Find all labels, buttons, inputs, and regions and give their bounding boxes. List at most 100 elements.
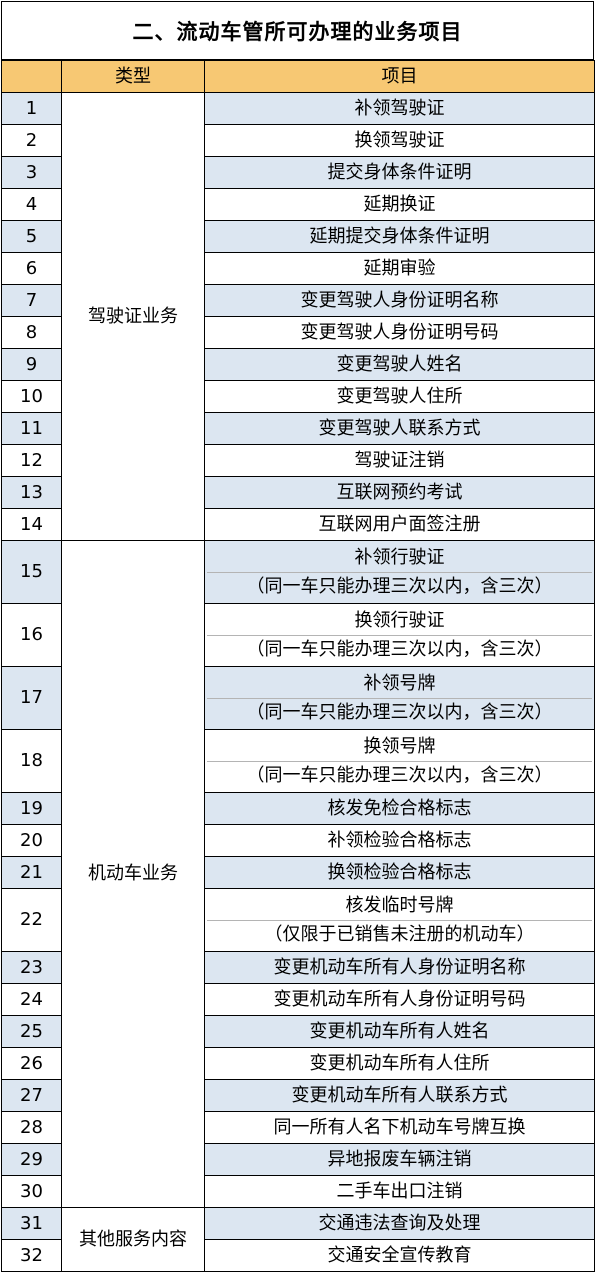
item-text: 延期提交身体条件证明 xyxy=(309,225,490,247)
category-cell: 驾驶证业务 xyxy=(61,92,205,541)
table-row: 14 互联网用户面签注册 xyxy=(1,508,595,541)
header-type-cell: 类型 xyxy=(61,60,205,93)
row-number-cell: 26 xyxy=(1,1047,62,1080)
item-note: （同一车只能办理三次以内，含三次） xyxy=(207,760,592,790)
item-cell: 延期审验 xyxy=(204,252,595,285)
item-cell: 延期换证 xyxy=(204,188,595,221)
row-number-cell: 1 xyxy=(1,92,62,125)
item-cell: 交通安全宣传教育 xyxy=(204,1239,595,1272)
row-number-cell: 13 xyxy=(1,476,62,509)
item-text: 异地报废车辆注销 xyxy=(327,1148,472,1170)
row-number-cell: 8 xyxy=(1,316,62,349)
item-text: 同一所有人名下机动车号牌互换 xyxy=(273,1116,526,1138)
item-text: 补领检验合格标志 xyxy=(327,829,472,851)
item-cell: 补领行驶证（同一车只能办理三次以内，含三次） xyxy=(204,540,595,604)
row-number-cell: 5 xyxy=(1,220,62,253)
item-cell: 换领检验合格标志 xyxy=(204,856,595,889)
item-text: 补领号牌 xyxy=(363,672,436,694)
item-text: 互联网用户面签注册 xyxy=(318,513,481,535)
item-note: （同一车只能办理三次以内，含三次） xyxy=(207,634,592,664)
row-number-cell: 31 xyxy=(1,1207,62,1240)
item-cell: 驾驶证注销 xyxy=(204,444,595,477)
category-cell: 其他服务内容 xyxy=(61,1207,205,1272)
table-row: 11 变更驾驶人联系方式 xyxy=(1,412,595,445)
item-note: （同一车只能办理三次以内，含三次） xyxy=(207,697,592,727)
item-text: 变更机动车所有人住所 xyxy=(309,1052,490,1074)
item-text: 变更驾驶人身份证明名称 xyxy=(300,289,499,311)
row-number-cell: 27 xyxy=(1,1079,62,1112)
row-number-cell: 18 xyxy=(1,729,62,793)
category-cell: 机动车业务 xyxy=(61,540,205,1208)
item-text: 变更机动车所有人姓名 xyxy=(309,1020,490,1042)
item-cell: 换领驾驶证 xyxy=(204,124,595,157)
item-cell: 变更驾驶人身份证明名称 xyxy=(204,284,595,317)
row-number-cell: 4 xyxy=(1,188,62,221)
header-item-cell: 项目 xyxy=(204,60,595,93)
item-note: （仅限于已销售未注册的机动车） xyxy=(207,919,592,949)
header-number-cell xyxy=(1,60,62,93)
item-text: 变更机动车所有人联系方式 xyxy=(291,1084,508,1106)
row-number-cell: 28 xyxy=(1,1111,62,1144)
item-cell: 提交身体条件证明 xyxy=(204,156,595,189)
item-text: 换领驾驶证 xyxy=(354,129,445,151)
item-text: 变更机动车所有人身份证明号码 xyxy=(273,988,526,1010)
item-cell: 变更机动车所有人姓名 xyxy=(204,1015,595,1048)
item-text: 变更驾驶人联系方式 xyxy=(318,417,481,439)
item-text: 核发临时号牌 xyxy=(345,894,454,916)
item-cell: 延期提交身体条件证明 xyxy=(204,220,595,253)
row-number-cell: 2 xyxy=(1,124,62,157)
item-text: 驾驶证注销 xyxy=(354,449,445,471)
row-number-cell: 14 xyxy=(1,508,62,541)
table-row: 4 延期换证 xyxy=(1,188,595,221)
item-text: 交通安全宣传教育 xyxy=(327,1244,472,1266)
item-cell: 换领号牌（同一车只能办理三次以内，含三次） xyxy=(204,729,595,793)
table-row: 27 变更机动车所有人联系方式 xyxy=(1,1079,595,1112)
item-cell: 变更驾驶人住所 xyxy=(204,380,595,413)
item-cell: 变更机动车所有人身份证明号码 xyxy=(204,983,595,1016)
item-cell: 补领检验合格标志 xyxy=(204,824,595,857)
table-row: 20 补领检验合格标志 xyxy=(1,824,595,857)
item-cell: 变更驾驶人联系方式 xyxy=(204,412,595,445)
row-number-cell: 6 xyxy=(1,252,62,285)
item-cell: 变更驾驶人身份证明号码 xyxy=(204,316,595,349)
table-row: 5 延期提交身体条件证明 xyxy=(1,220,595,253)
table-row: 32 交通安全宣传教育 xyxy=(1,1239,595,1272)
item-cell: 变更机动车所有人联系方式 xyxy=(204,1079,595,1112)
item-cell: 同一所有人名下机动车号牌互换 xyxy=(204,1111,595,1144)
item-text: 变更驾驶人身份证明号码 xyxy=(300,321,499,343)
row-number-cell: 20 xyxy=(1,824,62,857)
item-cell: 互联网用户面签注册 xyxy=(204,508,595,541)
item-note: （同一车只能办理三次以内，含三次） xyxy=(207,571,592,601)
row-number-cell: 21 xyxy=(1,856,62,889)
item-cell: 补领号牌 （同一车只能办理三次以内，含三次） xyxy=(204,666,595,730)
item-cell: 变更驾驶人姓名 xyxy=(204,348,595,381)
item-text: 变更机动车所有人身份证明名称 xyxy=(273,956,526,978)
item-text: 核发免检合格标志 xyxy=(327,797,472,819)
table-row: 9 变更驾驶人姓名 xyxy=(1,348,595,381)
header-row: 类型 项目 xyxy=(1,60,595,93)
row-number-cell: 24 xyxy=(1,983,62,1016)
table-row: 24 变更机动车所有人身份证明号码 xyxy=(1,983,595,1016)
row-number-cell: 3 xyxy=(1,156,62,189)
item-text: 换领行驶证 xyxy=(354,609,445,631)
item-cell: 补领驾驶证 xyxy=(204,92,595,125)
row-number-cell: 10 xyxy=(1,380,62,413)
row-number-cell: 11 xyxy=(1,412,62,445)
table-row: 18 换领号牌（同一车只能办理三次以内，含三次） xyxy=(1,729,595,793)
row-number-cell: 9 xyxy=(1,348,62,381)
item-text: 延期换证 xyxy=(363,193,436,215)
item-cell: 核发免检合格标志 xyxy=(204,792,595,825)
row-number-cell: 32 xyxy=(1,1239,62,1272)
item-cell: 交通违法查询及处理 xyxy=(204,1207,595,1240)
item-text: 提交身体条件证明 xyxy=(327,161,472,183)
